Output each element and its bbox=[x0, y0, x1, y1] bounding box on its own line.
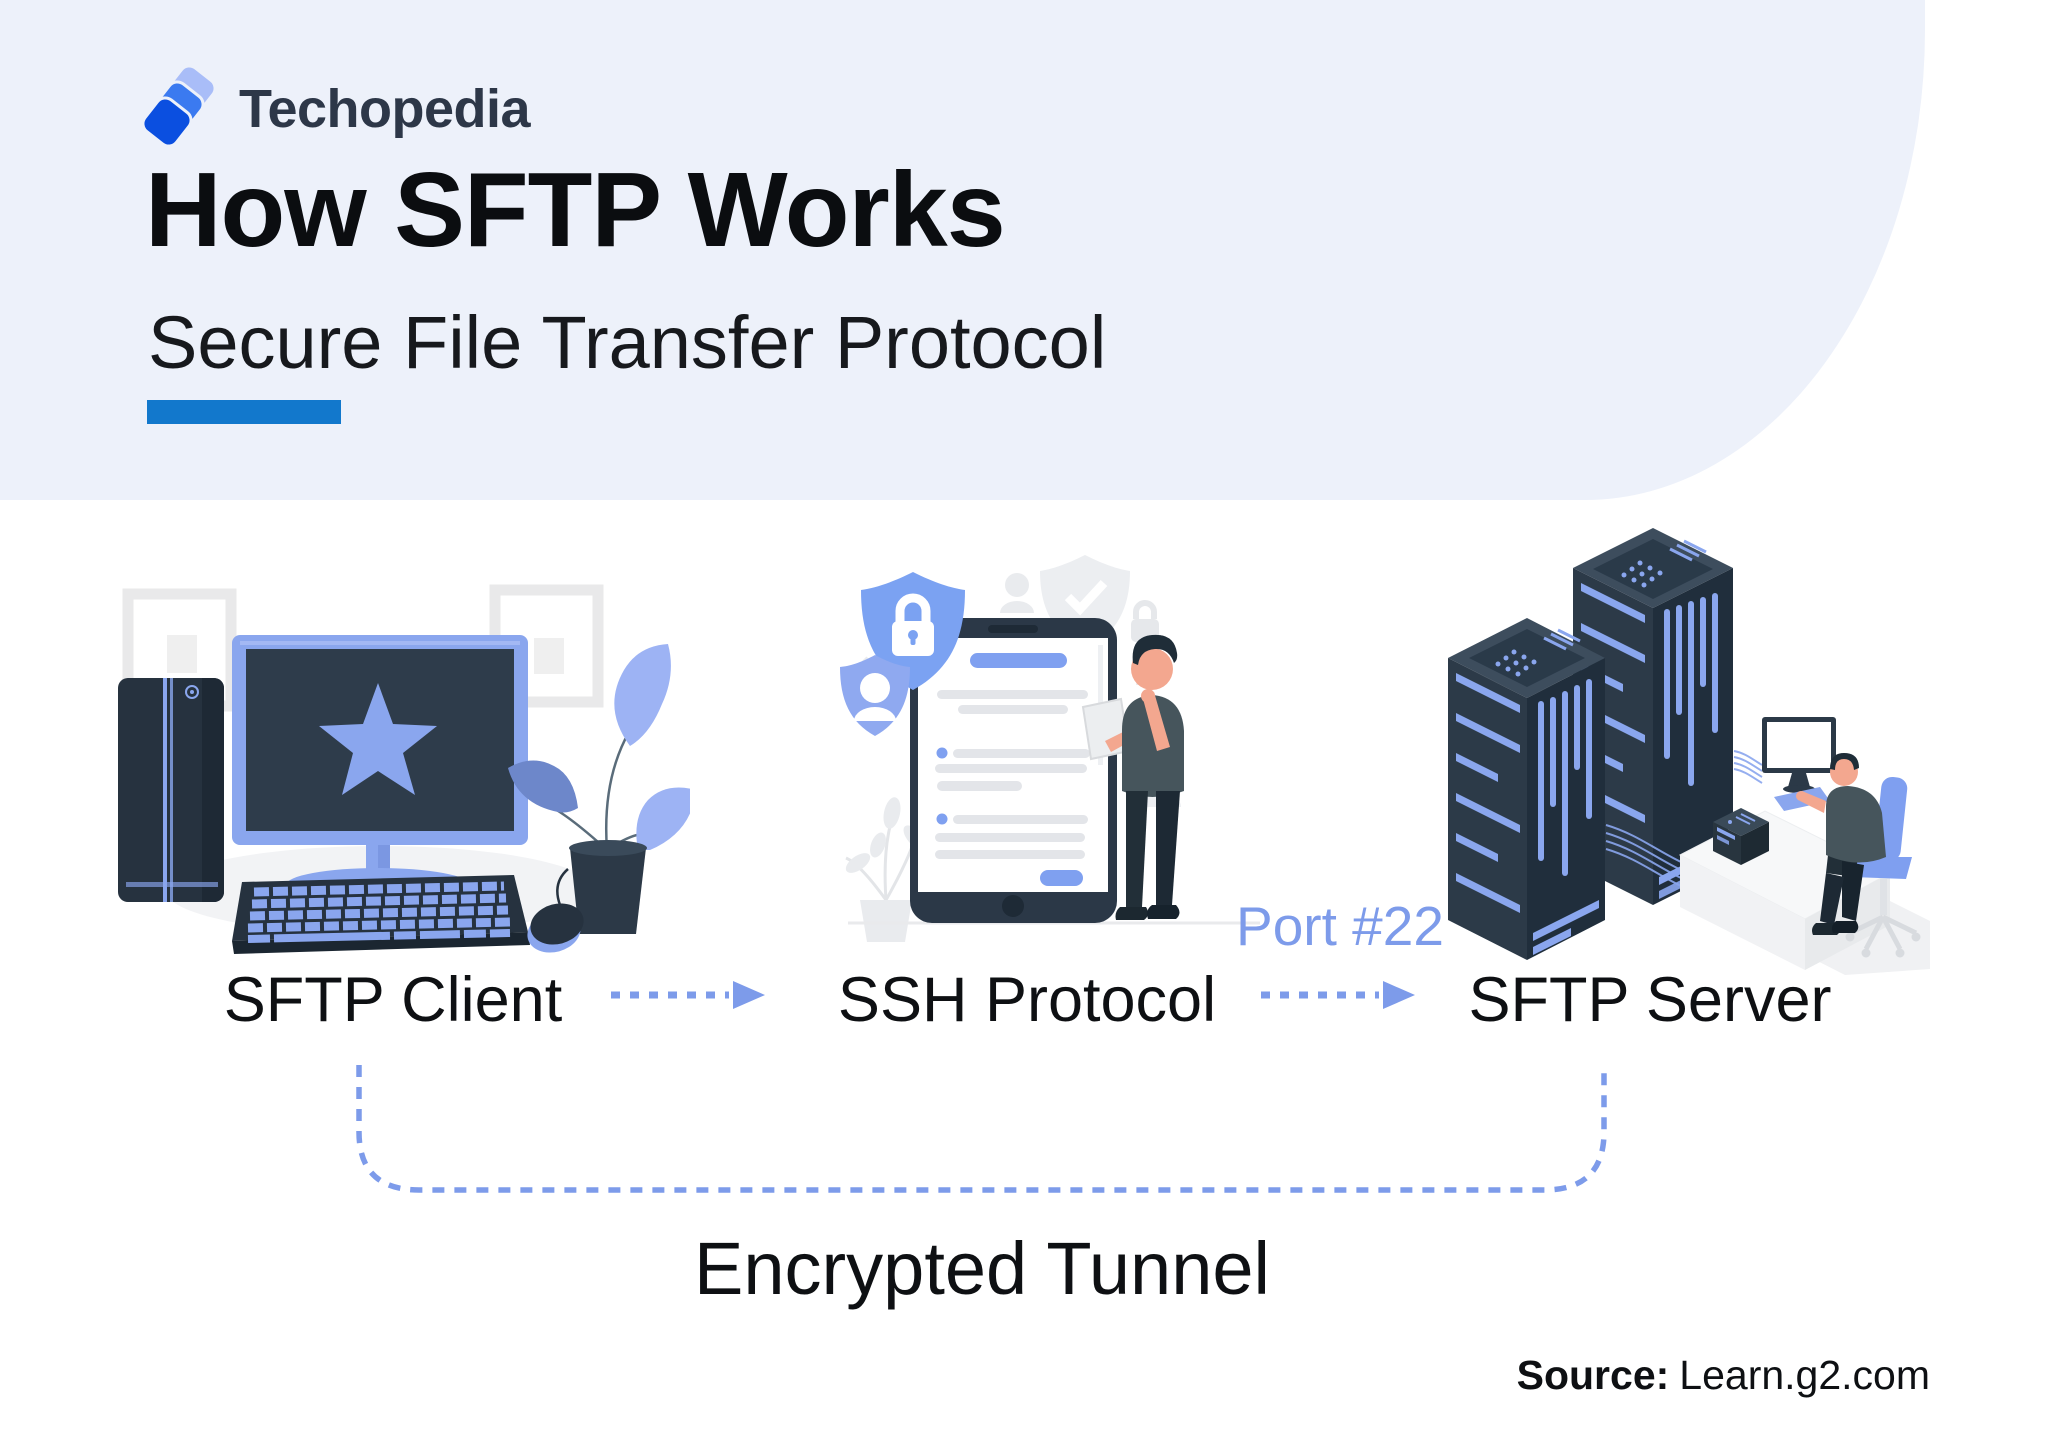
source-value: Learn.g2.com bbox=[1679, 1352, 1930, 1398]
gray-plant-icon bbox=[845, 807, 920, 901]
desk-monitor-icon bbox=[1762, 717, 1836, 793]
monitor-icon bbox=[232, 635, 528, 902]
keyboard-icon bbox=[232, 875, 530, 954]
mouse-icon bbox=[527, 868, 584, 953]
ssh-illustration bbox=[840, 555, 1260, 942]
node-label-client: SFTP Client bbox=[223, 965, 563, 1035]
tablet-screen-content bbox=[935, 653, 1090, 886]
tunnel-label: Encrypted Tunnel bbox=[694, 1227, 1270, 1310]
pc-tower-icon bbox=[118, 678, 224, 902]
shield-user-icon bbox=[840, 655, 910, 736]
person-standing bbox=[1081, 634, 1184, 920]
title-underline bbox=[147, 400, 341, 424]
port-annotation: Port #22 bbox=[1236, 895, 1444, 957]
page-subtitle: Secure File Transfer Protocol bbox=[148, 301, 1107, 384]
server-box-icon bbox=[1713, 808, 1769, 865]
page-title: How SFTP Works bbox=[145, 151, 1006, 269]
shield-lock-icon bbox=[861, 572, 965, 690]
person-seated bbox=[1796, 753, 1886, 935]
tablet-icon bbox=[910, 618, 1117, 923]
techopedia-logo-icon bbox=[143, 66, 215, 148]
server-illustration bbox=[1448, 528, 1930, 975]
server-rack-front bbox=[1448, 618, 1605, 960]
flow-arrow-ssh-to-server bbox=[1261, 981, 1415, 1009]
plant-icon bbox=[508, 644, 690, 934]
node-label-server: SFTP Server bbox=[1468, 965, 1832, 1035]
flow-arrow-client-to-ssh bbox=[611, 981, 765, 1009]
client-illustration bbox=[118, 584, 690, 954]
source-line: Source:Learn.g2.com bbox=[1517, 1352, 1930, 1399]
arrowhead-icon bbox=[1383, 981, 1415, 1009]
techopedia-logo: Techopedia bbox=[143, 66, 531, 152]
node-label-ssh: SSH Protocol bbox=[837, 965, 1217, 1035]
arrowhead-icon bbox=[733, 981, 765, 1009]
encrypted-tunnel-path bbox=[356, 1065, 1607, 1193]
star-icon bbox=[319, 683, 437, 795]
brand-name: Techopedia bbox=[239, 79, 531, 139]
source-label: Source: bbox=[1516, 1352, 1670, 1398]
